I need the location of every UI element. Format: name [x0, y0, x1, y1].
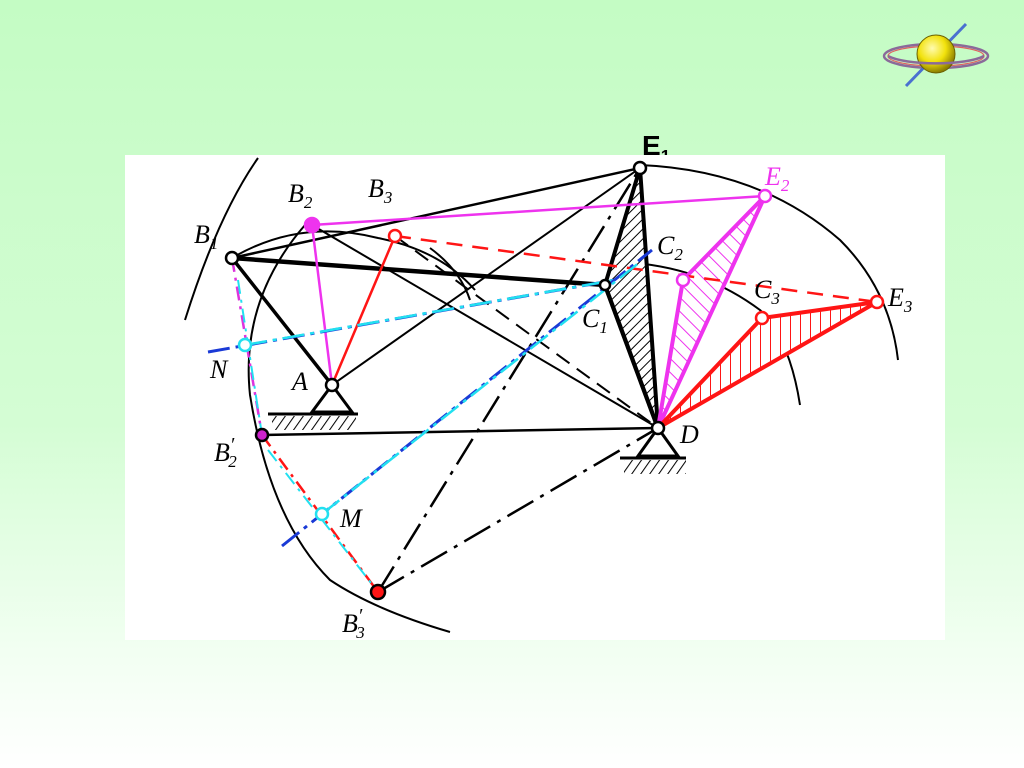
linkage-diagram: B1 B2 B3 E2 C2 C3 E3 C1 N A D M B′2 B′3 — [125, 155, 945, 640]
joint-b2 — [303, 216, 321, 234]
label-d: D — [679, 420, 699, 449]
label-c1: C1 — [582, 304, 608, 337]
diagram-canvas: B1 B2 B3 E2 C2 C3 E3 C1 N A D M B′2 B′3 — [184, 157, 912, 640]
joint-e2 — [757, 188, 773, 204]
ground-support-a — [268, 382, 358, 430]
joint-b3 — [387, 228, 403, 244]
joint-e1 — [632, 160, 648, 176]
label-c3: C3 — [754, 275, 780, 308]
joint-c3 — [754, 310, 770, 326]
joint-b1 — [224, 250, 240, 266]
point-labels: B1 B2 B3 E2 C2 C3 E3 C1 N A D M B′2 B′3 — [194, 162, 912, 640]
label-a: A — [290, 367, 308, 396]
point-m — [314, 506, 330, 522]
joint-c2 — [675, 272, 691, 288]
label-e2: E2 — [764, 162, 790, 195]
coupler-triangle-red — [656, 300, 878, 430]
label-b3-prime: B′3 — [342, 605, 365, 640]
label-m: M — [339, 504, 363, 533]
joint-e3 — [869, 294, 885, 310]
label-b3: B3 — [368, 174, 392, 207]
coupler-triangle-black — [602, 167, 660, 429]
label-n: N — [209, 355, 229, 384]
ground-support-d — [620, 425, 686, 474]
joints — [224, 160, 885, 601]
label-e3: E3 — [887, 283, 912, 316]
magenta-links — [310, 194, 766, 386]
planet-orbit-icon — [882, 22, 990, 88]
joint-d — [650, 420, 666, 436]
coupler-triangle-magenta — [656, 194, 767, 429]
point-n — [237, 337, 253, 353]
joint-a — [324, 377, 340, 393]
joint-b3-prime — [369, 583, 387, 601]
label-b2-prime: B′2 — [214, 434, 237, 471]
joint-c1 — [598, 278, 612, 292]
joint-b2-prime — [254, 427, 270, 443]
label-b2: B2 — [288, 179, 313, 212]
label-b1: B1 — [194, 220, 218, 253]
bisector-lines — [207, 248, 653, 593]
label-c2: C2 — [657, 231, 683, 264]
